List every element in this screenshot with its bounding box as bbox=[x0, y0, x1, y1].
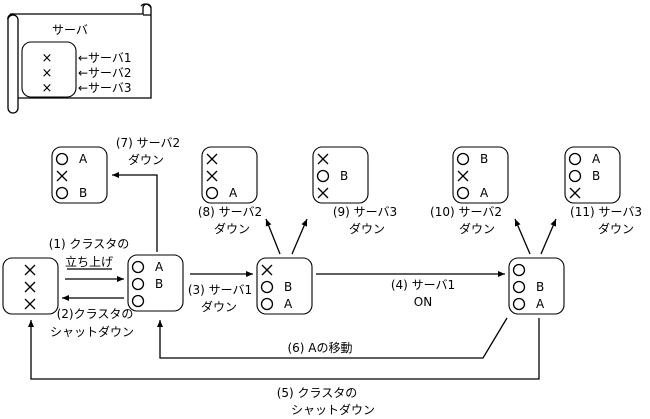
label-t3-line1: (3) サーバ1 bbox=[188, 283, 252, 297]
label-t5-line2: シャットダウン bbox=[291, 402, 375, 417]
server-down-icon bbox=[206, 153, 218, 165]
resource-label: B bbox=[536, 280, 544, 294]
legend-state-1: × bbox=[42, 51, 53, 66]
label-t4-line1: (4) サーバ1 bbox=[391, 278, 455, 292]
server-down-icon bbox=[24, 281, 36, 293]
label-t8-line2: ダウン bbox=[214, 221, 250, 236]
resource-label: A bbox=[79, 152, 88, 166]
resource-label: B bbox=[592, 169, 600, 183]
legend-state-3: × bbox=[42, 81, 53, 96]
resource-label: A bbox=[480, 186, 489, 200]
server-up-icon bbox=[512, 297, 526, 311]
server-down-icon bbox=[317, 153, 329, 165]
server-up-icon bbox=[316, 169, 330, 183]
server-down-icon bbox=[317, 187, 329, 199]
state-node-s0 bbox=[2, 257, 59, 315]
resource-label: B bbox=[480, 152, 488, 166]
label-t4-line2: ON bbox=[414, 295, 432, 309]
server-down-icon bbox=[261, 264, 273, 276]
legend-label-server3: ←サーバ3 bbox=[78, 81, 132, 95]
resource-label: A bbox=[536, 297, 545, 311]
legend-label-server2: ←サーバ2 bbox=[78, 66, 132, 80]
server-up-icon bbox=[456, 152, 470, 166]
label-t10-line2: ダウン bbox=[459, 221, 495, 236]
label-t8-line1: (8) サーバ2 bbox=[198, 205, 262, 219]
state-node-s1: AB bbox=[127, 254, 184, 312]
arrow-t8 bbox=[265, 218, 281, 255]
arrow-t9 bbox=[291, 218, 308, 255]
label-t7-line1: (7) サーバ2 bbox=[116, 136, 180, 150]
arrow-t6 bbox=[157, 317, 508, 359]
legend-state-2: × bbox=[42, 66, 53, 81]
state-node-s4: BA bbox=[508, 257, 565, 315]
label-t10-line1: (10) サーバ2 bbox=[430, 205, 502, 219]
label-t11-line1: (11) サーバ3 bbox=[570, 205, 642, 219]
server-up-icon bbox=[512, 263, 526, 277]
label-t1-line2: 立ち上げ bbox=[65, 254, 113, 269]
arrow-t5 bbox=[28, 318, 540, 380]
server-up-icon bbox=[260, 280, 274, 294]
label-t11-line2: ダウン bbox=[598, 221, 634, 236]
server-up-icon bbox=[512, 280, 526, 294]
arrow-t7 bbox=[112, 172, 158, 252]
server-up-icon bbox=[55, 152, 69, 166]
server-up-icon bbox=[131, 294, 145, 308]
resource-label: B bbox=[155, 277, 163, 291]
state-node-s10: BA bbox=[452, 146, 509, 204]
resource-label: A bbox=[155, 260, 164, 274]
resource-label: A bbox=[592, 152, 601, 166]
scroll-outline bbox=[7, 3, 152, 114]
server-up-icon bbox=[260, 297, 274, 311]
label-t3-line2: ダウン bbox=[201, 299, 237, 314]
server-down-icon bbox=[24, 264, 36, 276]
label-t7-line2: ダウン bbox=[128, 152, 164, 167]
legend-server-box bbox=[21, 41, 77, 98]
legend-label-server1: ←サーバ1 bbox=[78, 51, 132, 65]
label-t2-line2: シャットダウン bbox=[50, 324, 134, 339]
connectors bbox=[28, 172, 557, 380]
resource-label: A bbox=[229, 186, 238, 200]
server-up-icon bbox=[131, 260, 145, 274]
resource-label: B bbox=[284, 280, 292, 294]
server-up-icon bbox=[131, 277, 145, 291]
server-down-icon bbox=[457, 170, 469, 182]
server-up-icon bbox=[55, 186, 69, 200]
server-up-icon bbox=[456, 186, 470, 200]
arrow-t10 bbox=[514, 218, 531, 255]
resource-label: B bbox=[79, 186, 87, 200]
server-down-icon bbox=[206, 170, 218, 182]
server-down-icon bbox=[569, 187, 581, 199]
resource-label: B bbox=[340, 169, 348, 183]
label-t9-line2: ダウン bbox=[349, 221, 385, 236]
state-node-s9: B bbox=[312, 146, 369, 204]
server-up-icon bbox=[568, 152, 582, 166]
server-down-icon bbox=[56, 170, 68, 182]
state-node-s7: AB bbox=[51, 146, 108, 204]
state-node-s11: AB bbox=[564, 146, 621, 204]
arrow-t11 bbox=[540, 218, 557, 255]
server-down-icon bbox=[24, 298, 36, 310]
state-node-s3: BA bbox=[256, 257, 313, 315]
server-up-icon bbox=[568, 169, 582, 183]
label-t6-line1: (6) Aの移動 bbox=[287, 341, 352, 355]
label-t2-line1: (2)クラスタの bbox=[57, 307, 134, 321]
legend-scroll: サーバ × × × ←サーバ1 ←サーバ2 ←サーバ3 bbox=[7, 3, 152, 114]
state-node-s8: A bbox=[201, 146, 258, 204]
legend-title: サーバ bbox=[52, 23, 88, 37]
label-t9-line1: (9) サーバ3 bbox=[333, 205, 397, 219]
resource-label: A bbox=[284, 297, 293, 311]
label-t1-line1: (1) クラスタの bbox=[49, 237, 130, 251]
transition-labels: (1) クラスタの 立ち上げ (2)クラスタの シャットダウン (3) サーバ1… bbox=[49, 136, 642, 417]
label-t5-line1: (5) クラスタの bbox=[277, 386, 358, 400]
server-up-icon bbox=[205, 186, 219, 200]
